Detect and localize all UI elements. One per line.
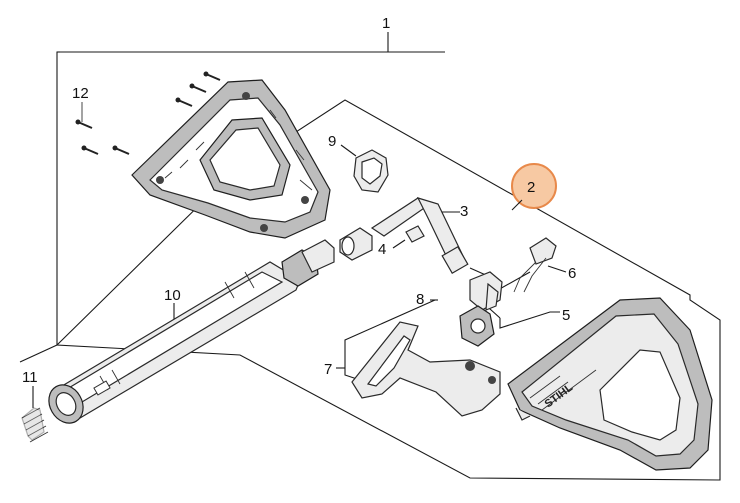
- callout-7: 7: [324, 361, 332, 378]
- screw: [112, 145, 130, 155]
- valve-parts-5: [459, 267, 503, 347]
- leader-6: [547, 265, 567, 273]
- spring-11: [21, 386, 49, 443]
- nut-4: [339, 225, 425, 261]
- screws-12: [75, 71, 221, 155]
- screw: [203, 71, 221, 81]
- leader-2: [511, 199, 523, 211]
- callout-5: 5: [562, 307, 570, 324]
- callout-11: 11: [22, 369, 38, 386]
- screw: [81, 145, 99, 155]
- callout-8: 8: [416, 291, 424, 308]
- callout-12: 12: [72, 85, 89, 102]
- callout-4: 4: [378, 241, 386, 258]
- lance-tube-10: [48, 239, 335, 424]
- trigger-rod-3: [370, 197, 469, 274]
- assembly-5-outline: [499, 311, 560, 329]
- screw: [75, 119, 93, 129]
- callout-9: 9: [328, 133, 336, 150]
- screw: [175, 97, 193, 107]
- clip-9: [340, 144, 389, 193]
- callout-2-highlight: [511, 163, 557, 209]
- leader-4: [392, 239, 406, 249]
- callout-3: 3: [460, 203, 468, 220]
- callout-1: 1: [382, 15, 390, 32]
- pin-6: [513, 237, 567, 293]
- callout-6: 6: [568, 265, 576, 282]
- leader-9: [340, 144, 357, 157]
- housing-half-left: [131, 79, 331, 239]
- callout-10: 10: [164, 287, 181, 304]
- callout-2: 2: [527, 179, 535, 196]
- trigger-7: [351, 321, 501, 417]
- assembly-8-outline: [344, 299, 436, 381]
- housing-half-right: STIHL: [507, 297, 713, 471]
- screw: [189, 83, 207, 93]
